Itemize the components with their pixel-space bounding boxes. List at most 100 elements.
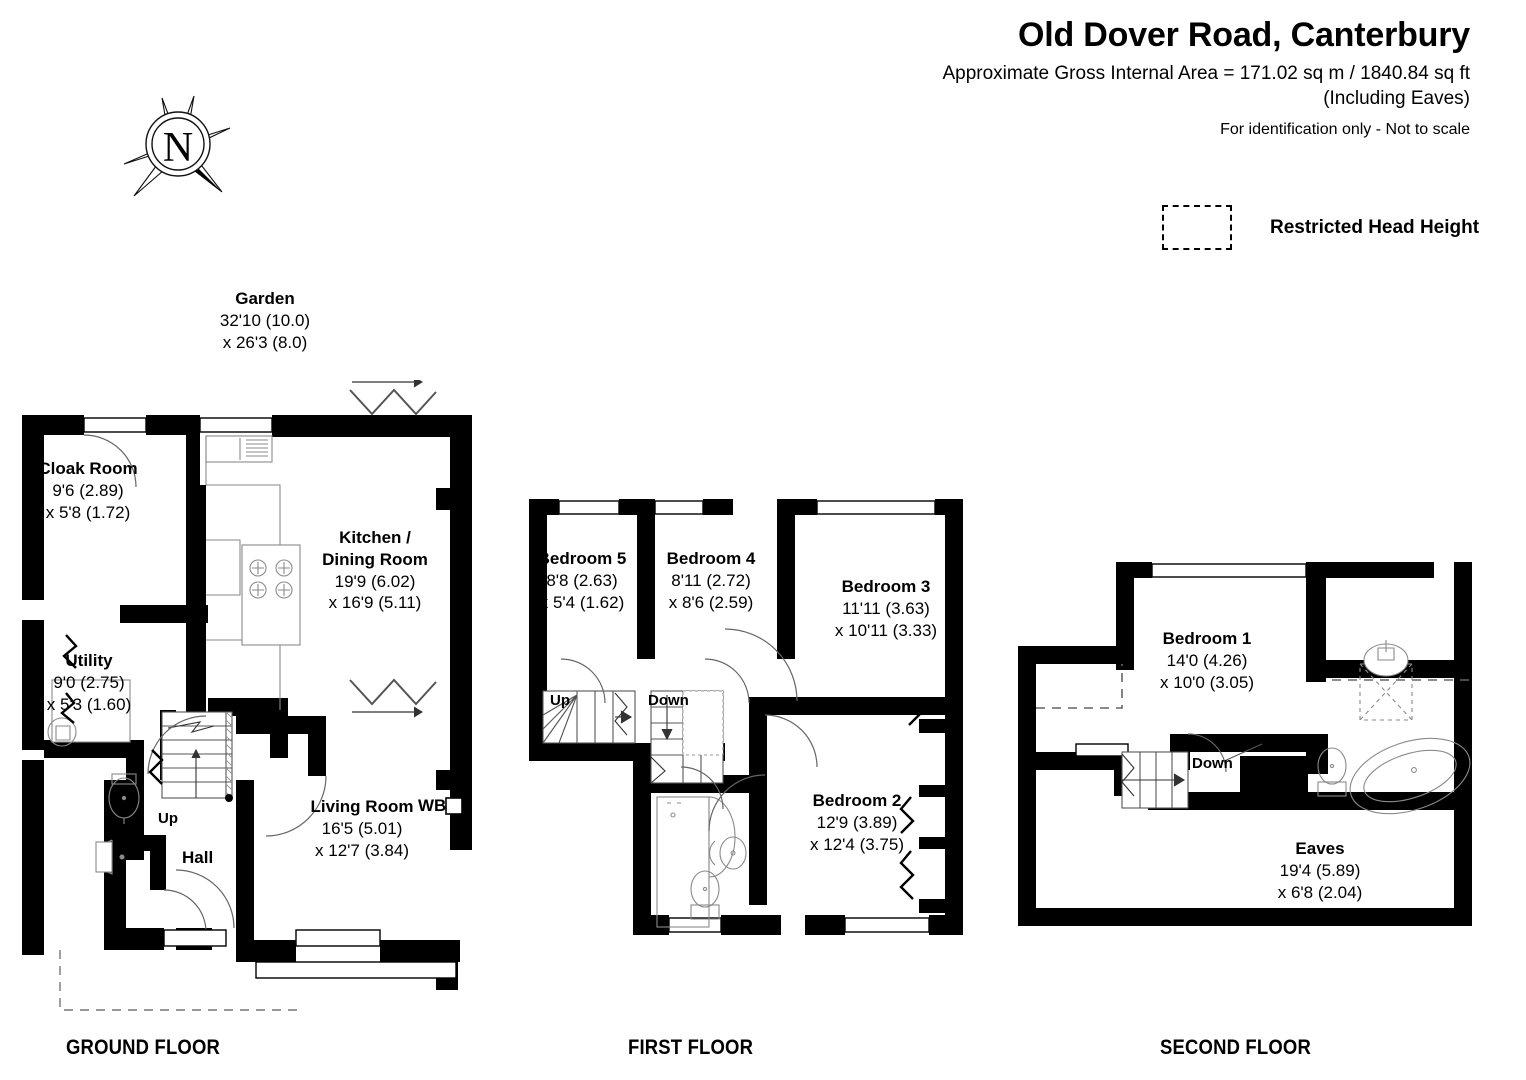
bath-icon [656,796,710,928]
wall-hall-living [236,780,254,950]
ground-stairs [161,711,233,802]
first-bathroom-fixtures [656,796,747,928]
second-windows [1075,563,1307,757]
garden-dim2: x 26'3 (8.0) [222,332,308,352]
basin-icon [709,840,716,866]
gross-internal-area-text: Approximate Gross Internal Area = 171.02… [942,63,1470,85]
ground-floor-plan [0,380,520,1020]
wall-landing-right [1306,734,1328,774]
bedroom-5-dim1: 8'8 (2.63) [546,570,618,590]
room-label-hall: Hall [182,848,214,867]
eaves-dim1: 19'4 (5.89) [1279,860,1361,880]
wall-eaves-bottom [1018,908,1472,926]
wall-bed5-hall-bottom [529,743,651,761]
compass-rose: N [118,88,238,203]
room-label-bedroom-4: Bedroom 4 8'11 (2.72) x 8'6 (2.59) [655,548,767,613]
room-label-bedroom-2: Bedroom 2 12'9 (3.89) x 12'4 (3.75) [792,790,922,855]
wall-bottom-d [929,915,963,935]
wall-top-a [529,499,559,515]
restricted-head-height-zones [1036,664,1472,709]
wall-top-b [146,415,186,435]
utility-worktop [51,679,131,743]
eaves-name: Eaves [1295,839,1345,858]
wall-top-b-return [186,415,200,485]
wall-right-nib1 [436,488,458,510]
toilet-icon [1317,747,1347,785]
room-label-bedroom-1: Bedroom 1 14'0 (4.26) x 10'0 (3.05) [1132,628,1282,693]
wall-bath-left [633,775,651,915]
cloak-room-dim2: x 5'8 (1.72) [45,502,131,522]
wall-bottom-a [104,928,164,950]
ground-fixtures [47,435,301,875]
wall-bath-right-l [749,775,767,905]
bedroom-5-name: Bedroom 5 [537,549,627,568]
legend-label: Restricted Head Height [1270,216,1480,238]
ground-door-swings [83,434,327,933]
wall-utility-right [126,740,144,860]
header-block: Old Dover Road, Canterbury Approximate G… [942,16,1470,140]
stair-label-down-second: Down [1192,755,1233,772]
wall-wc-div2 [150,835,166,890]
garden-name: Garden [235,289,295,308]
wardrobe-nib-2 [919,785,947,797]
wall-top-c [703,499,733,515]
first-windows [558,500,936,933]
wall-eaves-block [1240,756,1308,810]
utility-name: Utility [65,651,113,670]
first-stairs [542,690,724,784]
bedroom-1-dim2: x 10'0 (3.05) [1160,672,1254,692]
kitchen-dim2: x 16'9 (5.11) [328,593,422,613]
floor-caption-second: SECOND FLOOR [1160,1036,1311,1059]
compass-north-letter: N [163,125,193,171]
bedroom-3-dim1: 11'11 (3.63) [842,598,930,618]
wall-left-lower [22,760,44,955]
wall-left-ext-left [1018,646,1036,768]
bifold-door-symbols [349,380,437,718]
wall-left-mid [22,620,44,750]
wardrobe-nib-1 [919,719,947,733]
page-title: Old Dover Road, Canterbury [1018,16,1470,54]
kitchen-name-line1: Kitchen / [339,528,411,547]
first-walls [529,499,963,935]
kitchen-name-line2: Dining Room [322,549,428,569]
wall-outer-right [1454,562,1472,832]
label-wb: WB [418,796,447,815]
room-label-bedroom-5: Bedroom 5 8'8 (2.63) x 5'4 (1.62) [527,548,637,613]
wall-eaves-left [1018,770,1036,926]
bedroom-3-dim2: x 10'11 (3.33) [834,620,938,640]
wall-right-nib2 [436,770,456,790]
cloak-room-dim1: 9'6 (2.89) [52,480,124,500]
toilet-icon [690,870,720,908]
eaves-dim2: x 6'8 (2.04) [1277,882,1363,902]
floor-caption-ground: GROUND FLOOR [66,1036,221,1059]
kitchen-dim1: 19'9 (6.02) [334,571,416,591]
hob-unit [241,544,301,646]
wall-internal-vert-b [186,623,206,723]
wall-landing-top [1188,734,1328,752]
restricted-head-height-swatch [1162,205,1232,250]
wall-top-e [935,499,963,515]
room-label-eaves: Eaves 19'4 (5.89) x 6'8 (2.04) [1255,838,1385,903]
wall-wc-div [104,835,164,851]
wall-bottom-c [805,915,845,935]
second-stairs [1121,751,1189,809]
first-floor-plan [515,485,995,955]
wall-eaves-right [1454,770,1472,910]
room-label-bedroom-3: Bedroom 3 11'11 (3.63) x 10'11 (3.33) [816,576,956,641]
living-room-name: Living Room [310,797,414,816]
wall-bed1-right [1306,562,1326,682]
wall-internal-vert-a [186,485,206,605]
wall-bed1-left-upper [1116,562,1134,670]
garden-dim1: 32'10 (10.0) [219,310,311,330]
second-floor-plan [1010,548,1490,958]
stair-label-up-ground: Up [158,810,178,827]
bedroom-2-dim1: 12'9 (3.89) [816,812,898,832]
room-label-garden: Garden 32'10 (10.0) x 26'3 (8.0) [170,288,360,353]
wall-right-mid [450,500,472,700]
wall-bottom-a [633,915,669,935]
hob-icon [249,559,293,599]
living-room-dim2: x 12'7 (3.84) [315,840,409,860]
ground-windows [83,417,457,979]
second-door-swings [1187,733,1263,773]
wall-corner [529,743,547,761]
